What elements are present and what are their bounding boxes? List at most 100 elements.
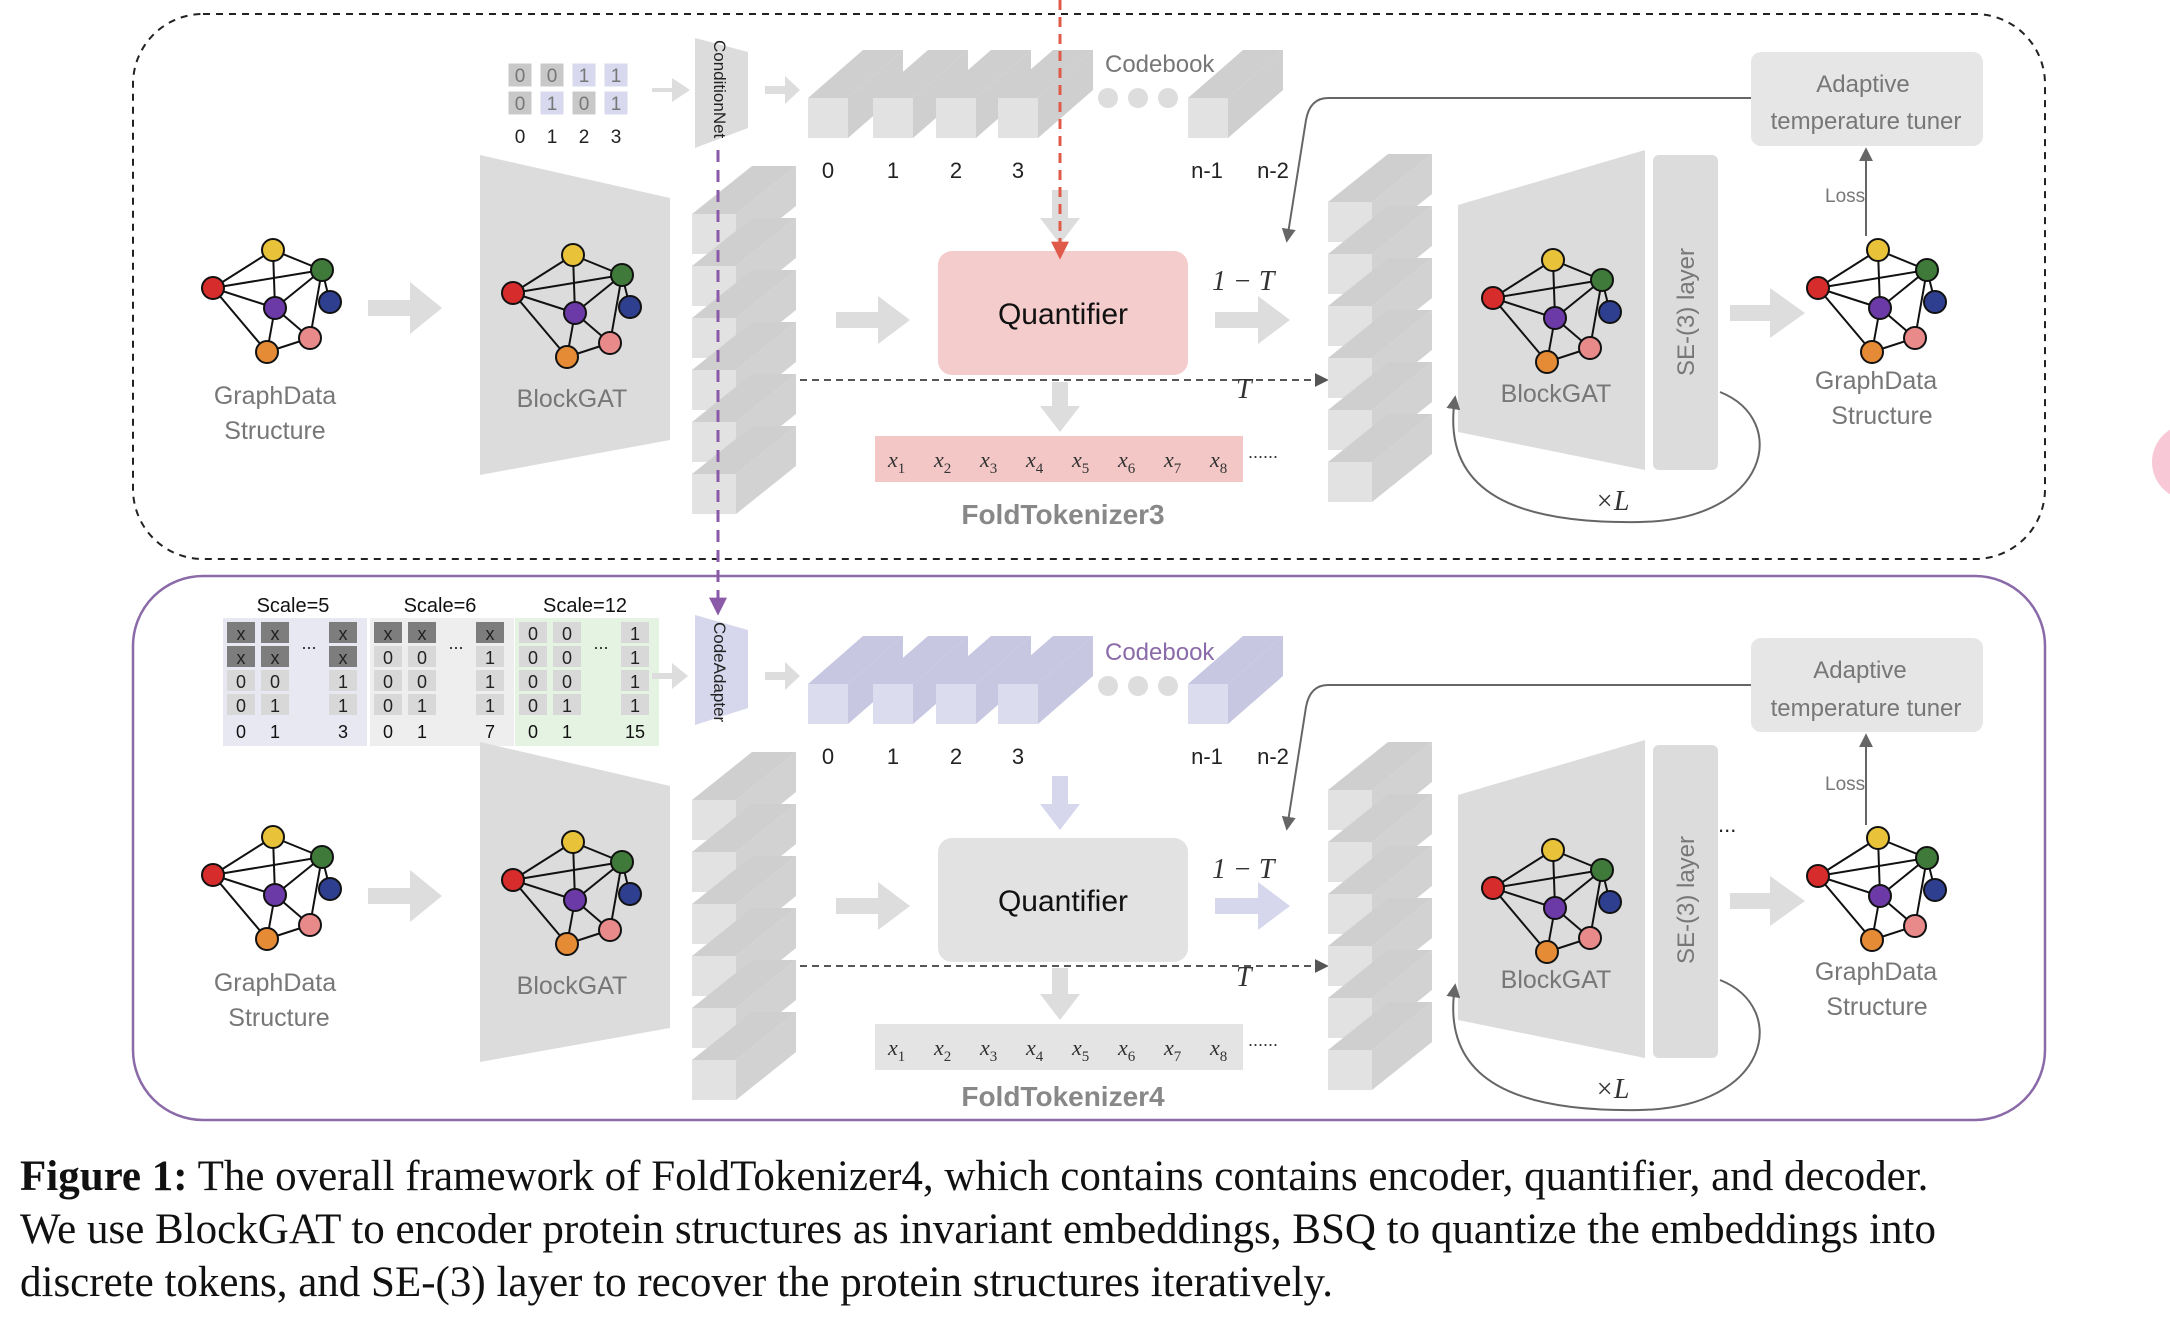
scale-table-value: 0: [562, 648, 572, 668]
quantifier-block[interactable]: [938, 838, 1188, 962]
graph-node: [1481, 876, 1505, 900]
graph-node: [1541, 248, 1565, 272]
mini-matrix: 0 0 1 1 0 1 0 1 0 1 2 3: [507, 62, 629, 148]
stack-block-top: [1328, 258, 1432, 306]
scale-table-index: 0: [528, 722, 538, 742]
graph-node: [1543, 896, 1567, 920]
scale-table-value: 0: [528, 672, 538, 692]
scale-table-value: x: [384, 624, 393, 644]
repeat-label: ×L: [1595, 1074, 1629, 1105]
codebook-block: [808, 684, 848, 724]
graph-node: [1915, 258, 1939, 282]
mini-matrix-index: 1: [547, 127, 558, 148]
mini-matrix-cell: 0: [547, 66, 558, 87]
scale-table-index: 7: [485, 722, 495, 742]
mini-matrix-cell: 1: [611, 66, 622, 87]
graph-node: [201, 863, 225, 887]
decoder-stack: [1328, 742, 1432, 1090]
ft4-frame: [131, 574, 2047, 1122]
scale-table-mask: [476, 622, 504, 643]
codebook-block: [873, 98, 913, 138]
embedding-stack: [692, 752, 796, 1100]
scale-table-value: x: [237, 648, 246, 668]
stack-block-top: [1328, 154, 1432, 202]
codebook-dot: [1128, 88, 1148, 108]
caption-line: We use BlockGAT to encoder protein struc…: [20, 1206, 1936, 1253]
stack-block-top: [1328, 414, 1432, 462]
scale-table-value: 0: [417, 648, 427, 668]
codebook-to-quantifier-arrow: [1040, 776, 1080, 830]
matrix-to-condnet-arrow: [652, 78, 690, 102]
input-to-encoder-arrow: [368, 282, 442, 334]
stack-block-top: [692, 856, 796, 904]
loss-label: Loss: [1825, 774, 1865, 795]
scale-table-value: 0: [383, 696, 393, 716]
graph-node: [318, 290, 342, 314]
scale-table-cell: [476, 646, 504, 667]
scale-table-value: 1: [562, 696, 572, 716]
codebook-index: 2: [950, 158, 962, 183]
quantifier-to-decoder-arrow: [1215, 296, 1290, 344]
input-graph-label: GraphData: [214, 969, 336, 997]
quantifier-label: Quantifier: [998, 298, 1128, 331]
token-subscript: 5: [1082, 1049, 1090, 1065]
graph-node: [1481, 286, 1505, 310]
scale-table-index: 1: [562, 722, 572, 742]
graph-node: [618, 882, 642, 906]
graph-node: [1535, 940, 1559, 964]
tuner-label: temperature tuner: [1771, 108, 1962, 135]
scale-table-cell: [519, 670, 547, 691]
codebook-label: Codebook: [1105, 639, 1215, 666]
token-subscript: 2: [944, 1049, 952, 1065]
graph-node: [1590, 268, 1614, 292]
mini-matrix-cell: 1: [611, 94, 622, 115]
output-graph: [1806, 238, 1947, 364]
graph-node: [310, 258, 334, 282]
scale-table-cell: [553, 670, 581, 691]
scale-table-value: 1: [630, 624, 640, 644]
codebook-block-top: [998, 50, 1093, 98]
one-minus-t-label: 1 − T: [1212, 266, 1277, 297]
scale-table-cell: [227, 670, 255, 691]
stack-block-side: [1372, 414, 1432, 502]
graph-node: [261, 238, 285, 262]
stack-block-side: [736, 426, 796, 514]
stack-to-quantifier-arrow: [836, 882, 910, 930]
graph-edge: [1817, 269, 1928, 289]
codebook-index: 2: [950, 744, 962, 769]
encoder-graph: [501, 243, 642, 369]
quantifier-block[interactable]: [938, 251, 1188, 375]
graph-edge: [1492, 279, 1603, 299]
graph-edge: [512, 292, 568, 358]
token-subscript: 1: [898, 461, 906, 477]
graph-node: [318, 877, 342, 901]
scale-table-value: 0: [383, 648, 393, 668]
caption-label: Figure 1:: [20, 1153, 188, 1200]
scale-table-title: Scale=12: [543, 595, 627, 617]
stack-block-top: [692, 752, 796, 800]
output-graph: [1806, 826, 1947, 952]
scale-table-cell: [476, 694, 504, 715]
decoder-graph: [1481, 248, 1622, 374]
scale-table-value: 1: [485, 672, 495, 692]
scale-table-index: 15: [625, 722, 645, 742]
codebook-block-top: [873, 636, 968, 684]
one-minus-t-label: 1 − T: [1212, 854, 1277, 885]
graph-node: [501, 281, 525, 305]
graph-node: [261, 825, 285, 849]
token-subscript: 4: [1036, 461, 1044, 477]
graph-node: [310, 845, 334, 869]
input-to-encoder-arrow: [368, 870, 442, 922]
mini-matrix-cell: 0: [515, 66, 526, 87]
codebook-label: Codebook: [1105, 51, 1215, 78]
graph-node: [1860, 340, 1884, 364]
scale-table-value: 0: [417, 672, 427, 692]
stack-block-top: [1328, 362, 1432, 410]
scale-table-index: 0: [383, 722, 393, 742]
t-label: T: [1236, 374, 1254, 405]
caption-line: discrete tokens, and SE-(3) layer to rec…: [20, 1259, 1333, 1306]
graph-node: [1903, 326, 1927, 350]
tuner-feedback-arrow: [1281, 684, 1751, 831]
